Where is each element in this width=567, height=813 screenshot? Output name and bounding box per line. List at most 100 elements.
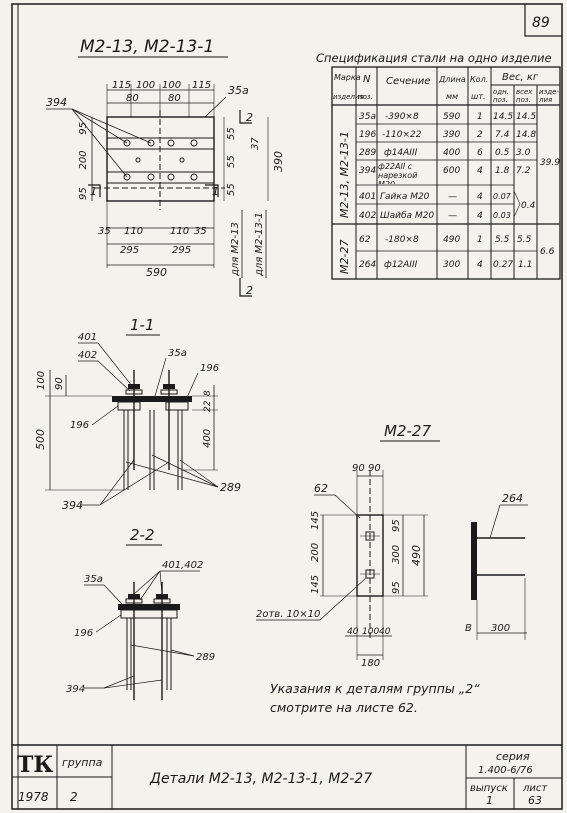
label-for-m2-13-1: для М2-13-1 bbox=[254, 212, 265, 277]
spec-r3-qty: 6 bbox=[477, 148, 483, 158]
spec-hdr-w-one-2: поз. bbox=[493, 96, 508, 104]
plan-dim-total: 590 bbox=[146, 266, 167, 279]
issue-label: выпуск bbox=[470, 783, 508, 794]
s11-pos-394: 394 bbox=[62, 499, 83, 512]
plan-dim-right-total: 390 bbox=[272, 151, 285, 172]
spec-hdr-w-prod-2: лия bbox=[538, 96, 552, 104]
sheet-number-box bbox=[524, 4, 562, 37]
plan-dim-top2-2: 80 bbox=[168, 93, 181, 104]
spec-r2-section: -110×22 bbox=[382, 130, 422, 140]
series-value: 1.400-6/76 bbox=[478, 765, 533, 776]
spec-r8-length: 300 bbox=[443, 260, 460, 270]
spec-r2-wone: 7.4 bbox=[495, 130, 510, 140]
spec-r7-wone: 5.5 bbox=[495, 235, 510, 245]
spec-r6-wone: 0.03 bbox=[493, 211, 511, 220]
m2-27-dim-right-2: 300 bbox=[391, 545, 402, 564]
spec-hdr-pos-2: поз. bbox=[358, 93, 373, 101]
year: 1978 bbox=[18, 790, 49, 804]
spec-nuts-total: 0.4 bbox=[521, 201, 536, 211]
m2-27-pos-62: 62 bbox=[314, 482, 328, 495]
series-label: серия bbox=[496, 750, 530, 763]
m2-27-side-dim: 300 bbox=[491, 623, 510, 634]
spec-r2-pos: 196 bbox=[359, 130, 376, 140]
spec-hdr-length-2: мм bbox=[446, 92, 458, 101]
spec-r2-length: 390 bbox=[443, 130, 460, 140]
cut-mark-1-left: 1 bbox=[90, 185, 97, 198]
plan-dim-top-2: 100 bbox=[136, 80, 155, 91]
spec-hdr-w-all-1: всех bbox=[516, 88, 533, 96]
spec-r6-qty: 4 bbox=[477, 211, 483, 221]
spec-group1-mark: М2-13, М2-13-1 bbox=[338, 131, 351, 218]
plan-dim-top-1: 115 bbox=[112, 80, 131, 91]
spec-r8-pos: 264 bbox=[359, 260, 376, 270]
spec-hdr-pos-1: N bbox=[363, 74, 371, 85]
cut-mark-2-top: 2 bbox=[246, 111, 253, 124]
s11-pos-289: 289 bbox=[220, 481, 241, 494]
spec-hdr-mark-2: изделия bbox=[333, 93, 364, 101]
spec-title: Спецификация стали на одно изделие bbox=[316, 51, 552, 65]
spec-r1-wone: 14.5 bbox=[493, 112, 513, 122]
title-block: ТК группа 2 1978 Детали М2-13, М2-13-1, … bbox=[12, 744, 562, 809]
s22-pos-394: 394 bbox=[66, 684, 85, 695]
sheet-number: 89 bbox=[532, 15, 550, 31]
m2-27-dim-top-1: 90 bbox=[352, 463, 365, 474]
s11-dim-400: 400 bbox=[202, 429, 213, 448]
plan-dim-left-3: 95 bbox=[78, 187, 89, 200]
sheet-value: 63 bbox=[528, 794, 542, 807]
plan-dim-bot-3: 110 bbox=[170, 226, 189, 237]
s11-pos-196-right: 196 bbox=[200, 363, 219, 374]
s11-pos-196-left: 196 bbox=[70, 420, 89, 431]
group-value: 2 bbox=[70, 790, 78, 804]
spec-r5-section: Гайка М20 bbox=[380, 192, 430, 202]
spec-r7-pos: 62 bbox=[359, 235, 371, 245]
m2-27-side-plate bbox=[471, 522, 477, 600]
plan-dim-top-3: 100 bbox=[162, 80, 181, 91]
main-title: М2-13, М2-13-1 bbox=[80, 37, 214, 57]
spec-hdr-w-one-1: одн. bbox=[493, 88, 509, 96]
spec-r4-pos: 394 bbox=[359, 166, 376, 176]
s11-plate bbox=[112, 396, 192, 402]
spec-r4-qty: 4 bbox=[477, 166, 483, 176]
plan-dim-bot-1: 35 bbox=[98, 226, 111, 237]
plan-view: 115 100 100 115 80 80 95 200 95 394 35а … bbox=[46, 80, 285, 297]
plan-pos-35a: 35а bbox=[228, 84, 249, 97]
spec-r7-length: 490 bbox=[443, 235, 460, 245]
s11-strip-left bbox=[117, 401, 141, 411]
m2-27-dim-bot-total: 180 bbox=[361, 658, 380, 669]
spec-r4-wall: 7.2 bbox=[516, 166, 531, 176]
issue-value: 1 bbox=[486, 794, 493, 807]
note-line-2: смотрите на листе 62. bbox=[270, 700, 418, 715]
spec-r4-section: ф22АII с нарезкой М20 bbox=[378, 162, 418, 184]
m2-27-holes: 2отв. 10×10 bbox=[256, 609, 320, 620]
plan-dim-right-2: 55 bbox=[226, 155, 237, 168]
spec-r3-section: ф14АIII bbox=[384, 148, 418, 158]
spec-hdr-length-1: Длина bbox=[438, 75, 466, 84]
spec-product-weight-2: 6.6 bbox=[540, 247, 555, 257]
note-line-1: Указания к деталям группы „2“ bbox=[270, 681, 480, 696]
spec-r7-section: -180×8 bbox=[385, 235, 419, 245]
spec-hdr-qty-1: Кол. bbox=[470, 75, 488, 84]
spec-product-weight-1: 39.9 bbox=[540, 158, 560, 168]
plan-dim-right-inner: 37 bbox=[250, 137, 261, 150]
spec-r1-wall: 14.5 bbox=[516, 112, 536, 122]
plan-dim-top2-1: 80 bbox=[126, 93, 139, 104]
spec-r4-length: 600 bbox=[443, 166, 460, 176]
spec-r8-qty: 4 bbox=[477, 260, 483, 270]
section-2-2-title: 2-2 bbox=[130, 526, 155, 544]
s11-pos-35a: 35а bbox=[168, 348, 187, 359]
spec-hdr-section: Сечение bbox=[386, 76, 430, 87]
group-label: группа bbox=[62, 756, 103, 769]
spec-r6-length: — bbox=[448, 211, 457, 221]
spec-r8-section: ф12АIII bbox=[384, 260, 418, 270]
spec-table: Марка изделия N поз. Сечение Длина мм Ко… bbox=[331, 66, 561, 280]
s11-dim-100: 100 bbox=[36, 371, 47, 390]
spec-r1-length: 590 bbox=[443, 112, 460, 122]
s22-pos-289: 289 bbox=[196, 652, 215, 663]
spec-group2-mark: М2-27 bbox=[338, 240, 351, 274]
s22-pos-35a: 35а bbox=[84, 574, 103, 585]
cut-mark-1-right: 1 bbox=[212, 185, 219, 198]
section-1-1: 1-1 100 90 500 8 22 400 401 402 bbox=[34, 316, 241, 512]
plan-dim-left-2: 200 bbox=[78, 150, 89, 169]
cut-mark-2-bottom: 2 bbox=[246, 284, 253, 297]
